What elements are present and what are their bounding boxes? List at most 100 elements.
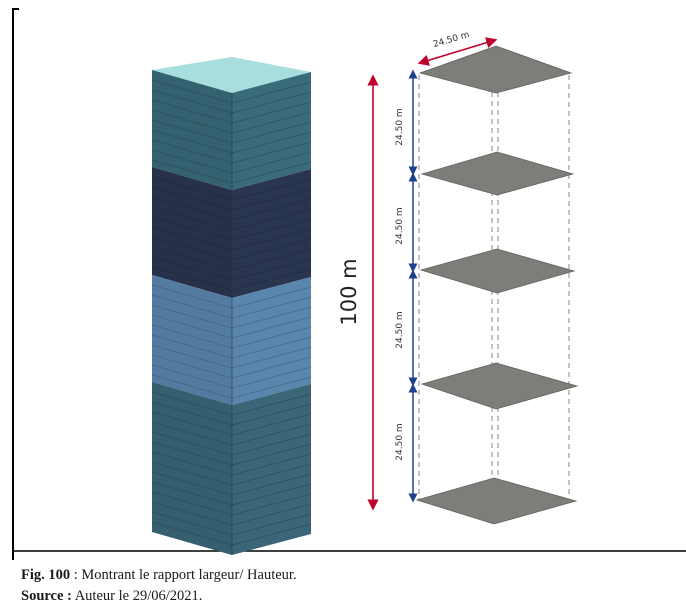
tower-floor-line (231, 228, 312, 251)
spacing-label-3: 24.50 m (395, 311, 405, 348)
tower-floor-line (151, 441, 233, 466)
tower-floor-line (151, 186, 233, 211)
tower-floor-line (151, 511, 233, 536)
tower-floor-line (231, 376, 312, 399)
tower-floor-line (231, 151, 312, 174)
tower-floor-line (231, 141, 312, 164)
tower-floor-line (151, 354, 233, 379)
tower-floor-line (231, 453, 312, 476)
tower-floor-line (231, 513, 312, 536)
tower-floor-line (151, 266, 233, 291)
tower-floor-line (151, 481, 233, 506)
tower-floor-line (151, 256, 233, 281)
tower-floor-line (151, 246, 233, 271)
tower-band-dark-left-face (152, 167, 232, 298)
tower-floor-line (151, 206, 233, 231)
tower-floor-line (151, 344, 233, 369)
tower-floor-line (151, 139, 233, 164)
tower-floor-line (151, 284, 233, 309)
tower-floor-line (151, 304, 233, 329)
tower-floor-line (231, 463, 312, 486)
tower-band-upper-right-face (232, 72, 311, 190)
tower-floor-line (151, 491, 233, 516)
tower-floor-line (231, 268, 312, 291)
figure-number: Fig. 100 (21, 567, 71, 583)
source-text: Auteur le 29/06/2021. (71, 588, 203, 604)
tower-floor-line (151, 294, 233, 319)
tower-floor-line (151, 421, 233, 446)
tower-floor-line (151, 149, 233, 174)
tower-floor-line (231, 161, 312, 184)
tower-floor-line (151, 401, 233, 426)
source-line: Source : Auteur le 29/06/2021. (21, 586, 681, 607)
source-label: Source : (21, 588, 72, 604)
spacing-label-2: 24.50 m (395, 207, 405, 244)
tower-top-face (152, 57, 311, 93)
spacing-label-4: 24.50 m (395, 423, 405, 460)
tower-floor-line (231, 306, 312, 329)
tower-floor-line (231, 356, 312, 379)
tower-floor-line (231, 91, 312, 114)
floor-spacing-dimensions: 24.50 m 24.50 m 24.50 m 24.50 m (395, 69, 418, 503)
tower-floor-line (231, 366, 312, 389)
height-dimension: 100 m (337, 74, 379, 511)
tower (151, 57, 312, 555)
tower-floor-line (231, 403, 312, 426)
tower-floor-line (231, 101, 312, 124)
tower-floor-line (231, 131, 312, 154)
floor-slab-2 (420, 151, 575, 196)
tower-floor-line (151, 314, 233, 339)
tower-bands (151, 70, 312, 555)
tower-floor-line (231, 503, 312, 526)
tower-band-lower-left-face (152, 382, 232, 555)
tower-floor-line (151, 374, 233, 399)
tower-floor-line (231, 316, 312, 339)
tower-floor-line (151, 226, 233, 251)
tower-floor-line (151, 501, 233, 526)
figure-description: : Montrant le rapport largeur/ Hauteur. (70, 567, 297, 583)
tower-floor-line (231, 296, 312, 319)
tower-floor-line (231, 483, 312, 506)
tower-floor-line (231, 443, 312, 466)
tower-floor-line (231, 121, 312, 144)
tower-floor-line (151, 391, 233, 416)
tower-band-lower-right-face (232, 384, 311, 555)
tower-floor-line (231, 218, 312, 241)
tower-floor-line (231, 326, 312, 349)
floor-slab-1 (418, 45, 573, 94)
tower-floor-line (231, 523, 312, 546)
tower-floor-line (231, 81, 312, 104)
tower-floor-line (151, 334, 233, 359)
tower-band-upper-left-face (152, 70, 232, 190)
tower-floor-line (231, 393, 312, 416)
floor-slab-4 (420, 362, 579, 410)
tower-floor-line (231, 346, 312, 369)
tower-floor-line (151, 196, 233, 221)
tower-floor-line (231, 286, 312, 309)
tower-floor-line (151, 99, 233, 124)
tower-floor-line (151, 236, 233, 261)
tower-floor-line (231, 433, 312, 456)
tower-floor-line (151, 461, 233, 486)
floor-slab-3 (419, 248, 576, 294)
floor-slabs-diagram (415, 45, 579, 525)
tower-floor-line (231, 208, 312, 231)
tower-floor-line (151, 79, 233, 104)
tower-floor-line (231, 258, 312, 281)
floor-slab-5 (415, 477, 578, 525)
spacing-label-1: 24.50 m (395, 108, 405, 145)
tower-floor-line (231, 178, 312, 201)
tower-band-light-right-face (232, 277, 311, 405)
tower-floor-line (231, 238, 312, 261)
tower-floor-line (231, 198, 312, 221)
tower-floor-line (231, 413, 312, 436)
tower-floor-line (151, 119, 233, 144)
tower-floor-line (151, 364, 233, 389)
tower-floor-line (231, 473, 312, 496)
tower-floor-line (231, 336, 312, 359)
tower-floor-line (151, 324, 233, 349)
tower-floor-line (151, 521, 233, 546)
tower-floor-line (151, 431, 233, 456)
tower-floor-line (151, 411, 233, 436)
